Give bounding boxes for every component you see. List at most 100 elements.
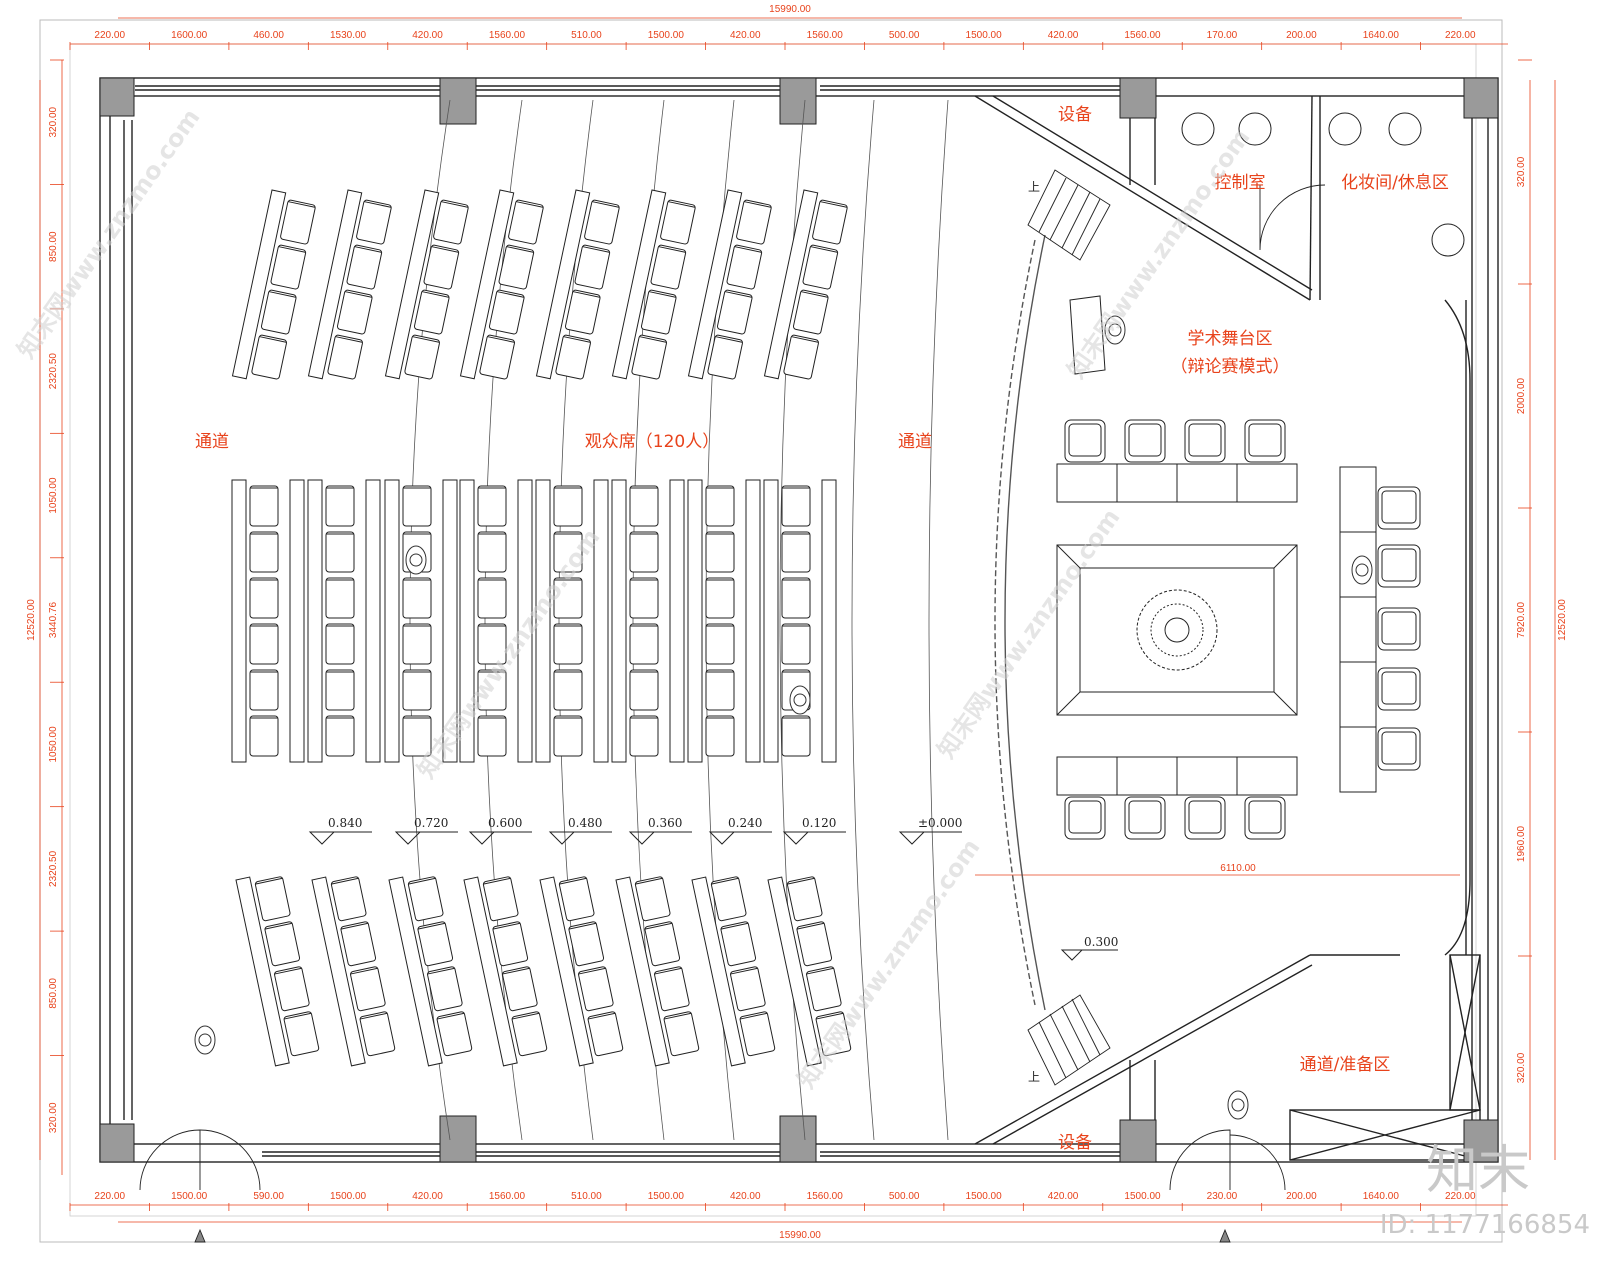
seat-row [388, 876, 473, 1067]
seat [498, 244, 535, 290]
seat-row-bench [231, 479, 247, 763]
seat-arm [492, 922, 521, 930]
seat-arm [359, 1012, 388, 1020]
dim-label: 3440.76 [48, 601, 59, 638]
dim-label: 1050.00 [48, 726, 59, 763]
seat [716, 289, 753, 335]
seat-row [535, 479, 583, 763]
seat-row-bench [615, 876, 670, 1067]
seat [631, 334, 667, 380]
seat [654, 966, 690, 1012]
structural-columns [99, 77, 1499, 1163]
dim-label: 1600.00 [171, 30, 208, 41]
audience-seats [231, 189, 852, 1067]
seat [796, 921, 833, 967]
seat-arm [363, 201, 392, 208]
seat-row [384, 189, 469, 380]
seat [783, 334, 819, 380]
seat [705, 531, 735, 573]
seat-row-bench [311, 876, 366, 1067]
stairs [1027, 169, 1111, 1086]
seat-row-bench [463, 876, 518, 1067]
overall-height-right: 12520.00 [1557, 599, 1568, 641]
seat-arm [644, 922, 673, 930]
seat-arm [591, 201, 620, 208]
seat [629, 623, 659, 665]
seat [781, 531, 811, 573]
level-triangle [628, 831, 656, 845]
seat-row-bench [459, 479, 475, 763]
seat-row [611, 189, 696, 380]
seat-arm [663, 1012, 692, 1020]
seat-arm [283, 1012, 312, 1020]
seat [705, 715, 735, 757]
dim-label: 1500.00 [330, 1191, 367, 1202]
seat-arm [739, 1012, 768, 1020]
seat-arm [436, 1012, 465, 1020]
dim-label: 1560.00 [807, 1191, 844, 1202]
dim-label: 230.00 [1207, 1191, 1238, 1202]
label-stage-subtitle: （辩论赛模式） [1171, 356, 1290, 377]
dim-label: 500.00 [889, 30, 920, 41]
seat [477, 715, 507, 757]
seat [477, 669, 507, 711]
chair-seat [1381, 731, 1417, 765]
seat [584, 199, 620, 245]
stage-level-marker: 0.300 [1060, 935, 1118, 961]
label-aisle-left: 通道 [195, 432, 229, 452]
seat-arm [408, 877, 436, 885]
watermark-text-5: 知末网www.znzmo.com [792, 834, 986, 1094]
seat [477, 577, 507, 619]
label-control-room: 控制室 [1215, 173, 1266, 193]
level-marker: 0.360 [628, 816, 692, 845]
chair-seat [1381, 671, 1417, 705]
seat [477, 531, 507, 573]
tier-line [484, 99, 523, 1141]
level-marker: 0.480 [548, 816, 612, 845]
seat [707, 334, 743, 380]
seat [730, 966, 766, 1012]
seat-arm [639, 336, 667, 343]
level-marker: 0.720 [394, 816, 458, 845]
seat-row [611, 479, 659, 763]
seat-row [231, 479, 279, 763]
level-label: 0.240 [728, 816, 762, 830]
dim-label: 170.00 [1207, 30, 1238, 41]
dim-label: 7920.00 [1516, 601, 1527, 638]
chair-seat [1128, 800, 1162, 834]
label-equipment-top: 设备 [1058, 105, 1092, 125]
seat-arm [711, 877, 739, 885]
dim-label: 200.00 [1286, 1191, 1317, 1202]
seat-row [767, 876, 852, 1067]
dim-label: 1560.00 [807, 30, 844, 41]
seat-row-bench [687, 189, 743, 380]
seat [350, 966, 386, 1012]
seat-arm [335, 336, 363, 343]
seat-row-bench [745, 479, 761, 763]
seat-row [307, 479, 355, 763]
seat [346, 244, 383, 290]
seat-arm [427, 967, 455, 975]
seat [558, 876, 595, 922]
seat-arm [354, 246, 382, 253]
dim-label: 320.00 [48, 106, 59, 137]
seat-row-bench [235, 876, 290, 1067]
dim-label: 220.00 [1445, 1191, 1476, 1202]
seat [260, 289, 297, 335]
seat [553, 715, 583, 757]
seat [336, 289, 373, 335]
dim-label: 1500.00 [1124, 1191, 1161, 1202]
stage-level-label: 0.300 [1084, 935, 1118, 949]
seat [264, 921, 301, 967]
seat [650, 244, 687, 290]
seat-row [615, 876, 700, 1067]
seat [812, 199, 848, 245]
seat [402, 715, 432, 757]
stage-chairs [1064, 419, 1421, 840]
seat-arm [259, 336, 287, 343]
seat-row [763, 479, 811, 763]
dim-label: 1500.00 [966, 30, 1003, 41]
seat-arm [559, 877, 587, 885]
seat [640, 289, 677, 335]
seat-arm [278, 246, 306, 253]
